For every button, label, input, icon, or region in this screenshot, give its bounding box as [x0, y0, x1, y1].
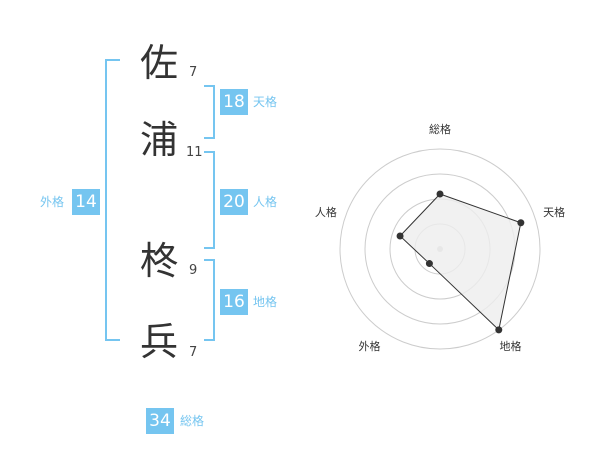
radar-axis-label-1: 総格 — [429, 122, 451, 136]
radar-point-2 — [517, 219, 525, 227]
tenkaku-value: 18 — [220, 89, 248, 115]
radar-point-1 — [436, 190, 444, 198]
radar-area — [399, 193, 522, 331]
chikaku-label: 地格 — [253, 295, 278, 309]
stroke-count-2: 11 — [186, 145, 203, 160]
name-char-2: 浦 — [139, 118, 178, 162]
gaikaku-value: 14 — [72, 189, 100, 215]
radar-point-3 — [495, 326, 503, 334]
jinkaku-label: 人格 — [253, 195, 278, 209]
radar-ring — [339, 148, 541, 350]
gaikaku-bracket — [105, 59, 120, 341]
tenkaku-label: 天格 — [253, 95, 278, 109]
stroke-count-1: 7 — [189, 65, 198, 80]
jinkaku-value: 20 — [220, 189, 248, 215]
name-char-1: 佐 — [139, 41, 178, 85]
chikaku-bracket — [204, 259, 215, 341]
stroke-count-4: 7 — [189, 345, 198, 360]
jinkaku-bracket — [204, 151, 215, 249]
radar-point-5 — [396, 232, 404, 240]
chikaku-value: 16 — [220, 289, 248, 315]
radar-point-4 — [425, 260, 433, 268]
name-char-4: 兵 — [139, 320, 178, 364]
gaikaku-label: 外格 — [40, 195, 65, 209]
soukaku-value: 34 — [146, 408, 174, 434]
tenkaku-bracket — [204, 85, 215, 139]
stroke-count-3: 9 — [189, 263, 198, 278]
name-char-3: 柊 — [139, 239, 178, 283]
radar-axis-label-3: 地格 — [500, 339, 522, 353]
radar-axis-label-5: 人格 — [315, 205, 337, 219]
soukaku-label: 総格 — [180, 414, 205, 428]
radar-axis-label-4: 外格 — [358, 339, 380, 353]
radar-axis-label-2: 天格 — [543, 205, 565, 219]
